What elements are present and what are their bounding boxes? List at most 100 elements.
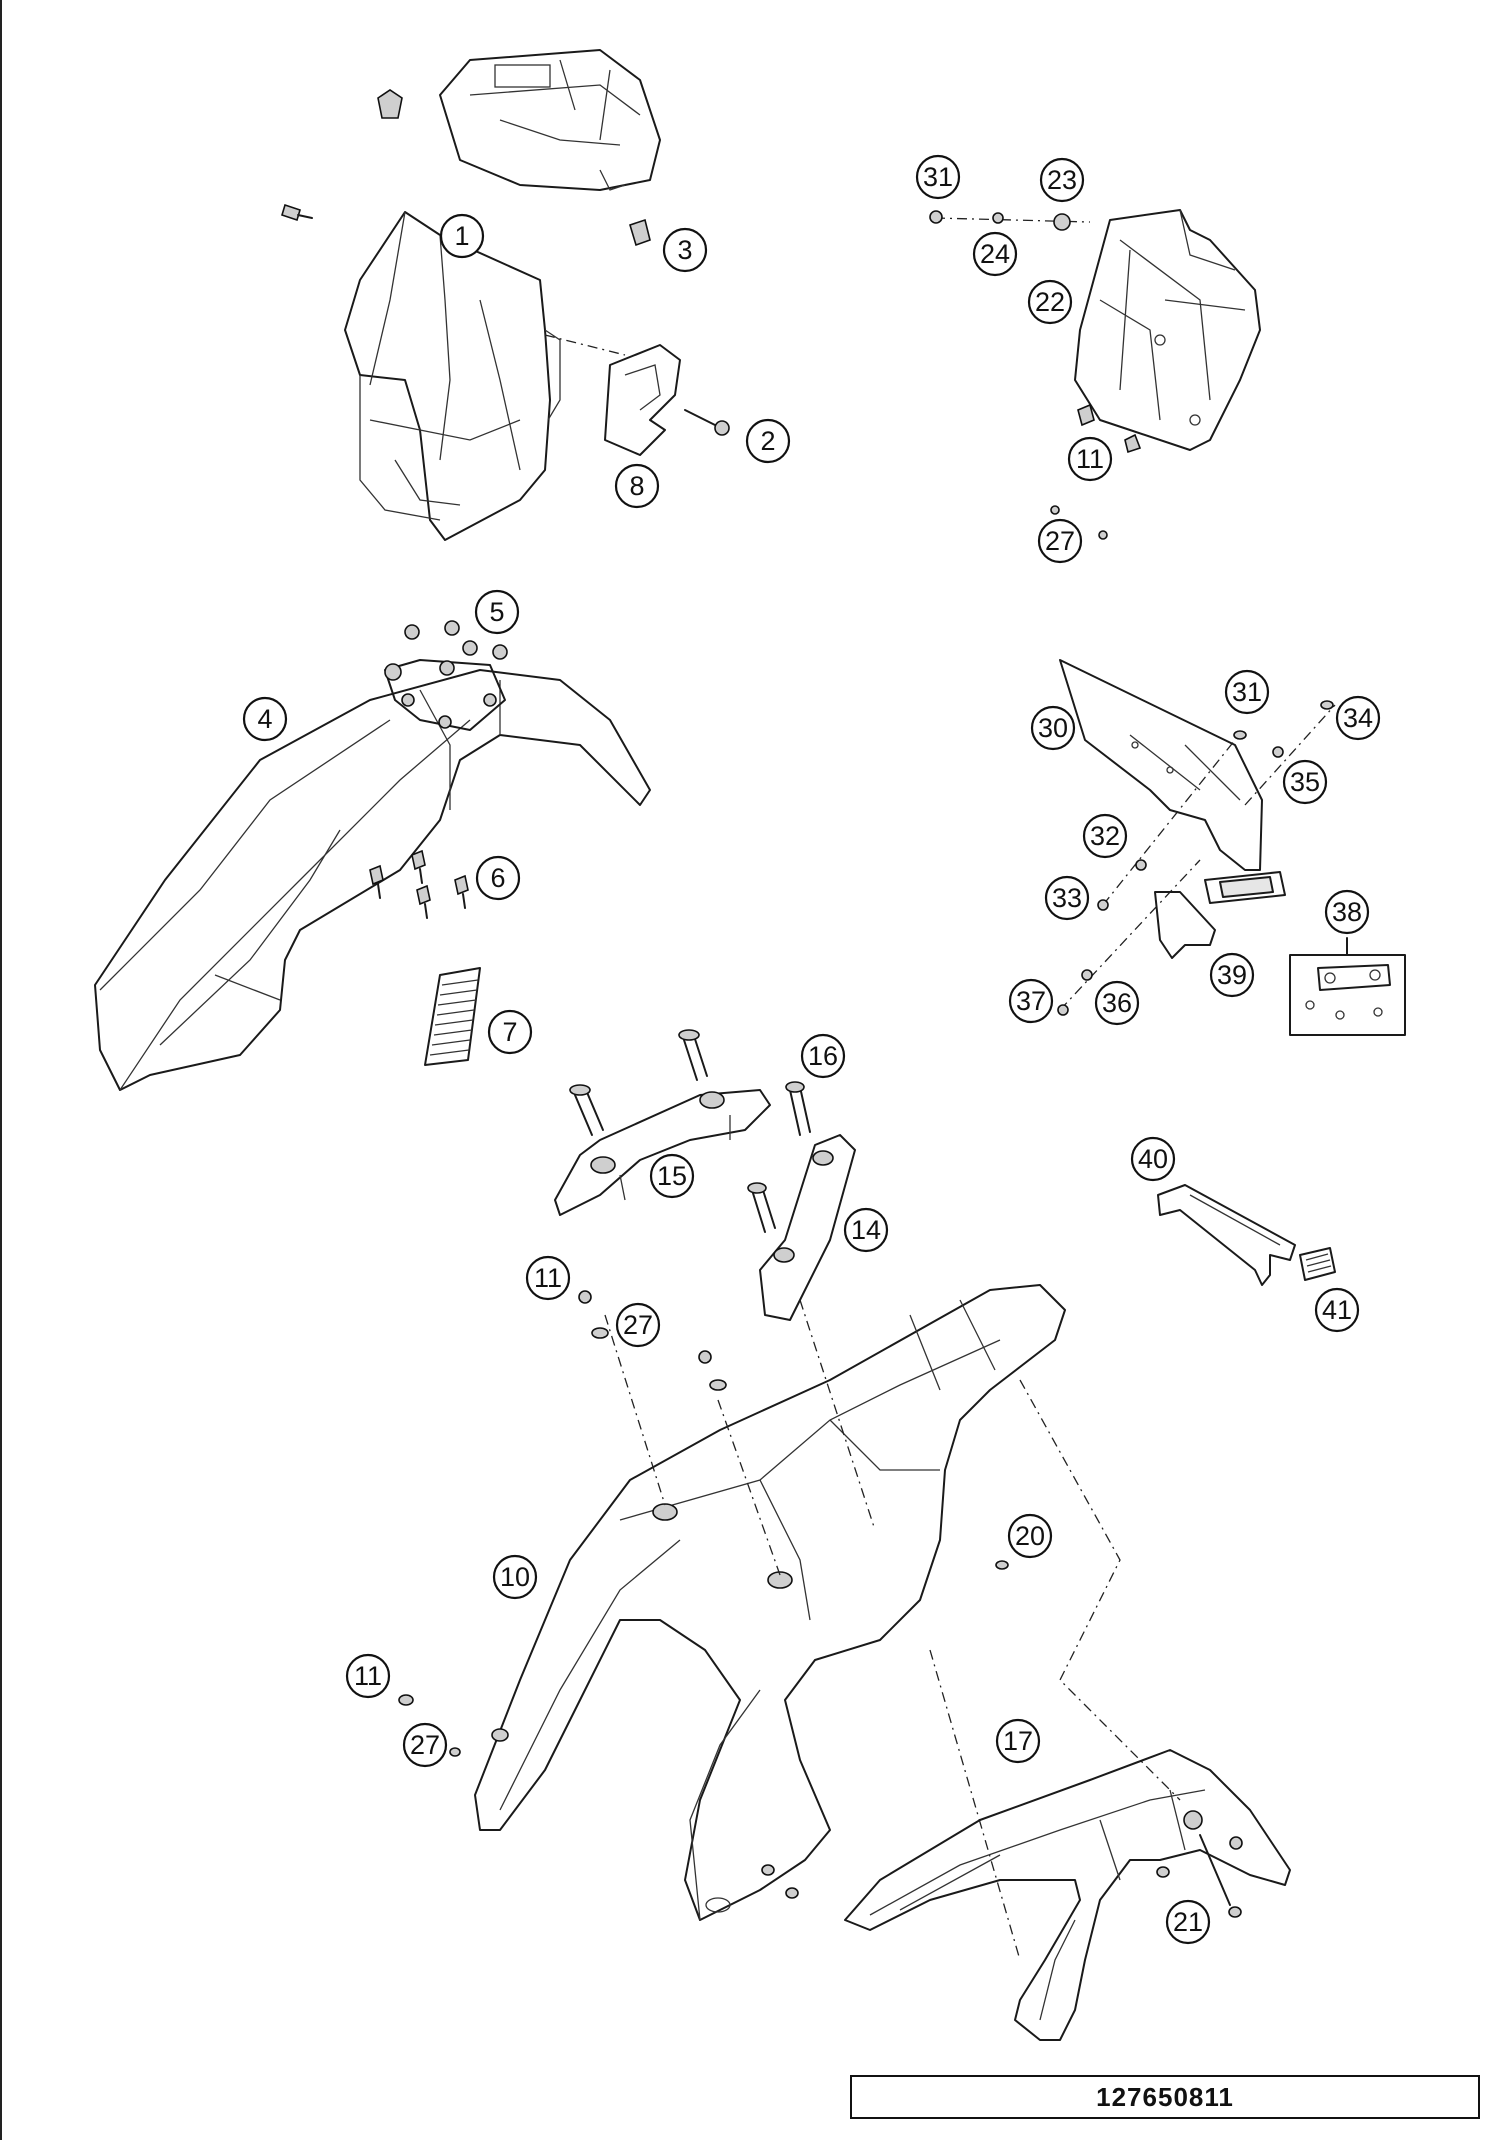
- clip-top-left: [377, 89, 403, 119]
- callout-33: 33: [1044, 875, 1090, 921]
- plate-holder-22: [1074, 209, 1261, 451]
- svg-text:40: 40: [1138, 1144, 1168, 1174]
- svg-text:23: 23: [1047, 165, 1077, 195]
- svg-text:39: 39: [1217, 960, 1247, 990]
- washer-36: [1081, 969, 1093, 981]
- svg-text:16: 16: [808, 1041, 838, 1071]
- reflector-bracket-40: [1157, 1184, 1296, 1286]
- svg-text:21: 21: [1173, 1907, 1203, 1937]
- nuts-11-27-left: [398, 1694, 461, 1757]
- screws-6: [369, 849, 469, 919]
- svg-text:4: 4: [257, 704, 272, 734]
- callout-27-left: 27: [402, 1722, 448, 1768]
- plate-holder-30: [1059, 659, 1263, 871]
- svg-text:24: 24: [980, 239, 1010, 269]
- callout-7: 7: [487, 1009, 533, 1055]
- svg-text:38: 38: [1332, 897, 1362, 927]
- svg-text:20: 20: [1015, 1521, 1045, 1551]
- callout-21: 21: [1165, 1899, 1211, 1945]
- svg-text:10: 10: [500, 1562, 530, 1592]
- bolts-14: [747, 1081, 811, 1233]
- drawing-number-box: 127650811: [850, 2075, 1480, 2119]
- washer-35: [1272, 746, 1284, 758]
- callout-4: 4: [242, 696, 288, 742]
- svg-text:22: 22: [1035, 287, 1065, 317]
- callout-20: 20: [1007, 1513, 1053, 1559]
- svg-text:31: 31: [1232, 677, 1262, 707]
- callout-32: 32: [1082, 813, 1128, 859]
- bolts-15: [569, 1029, 708, 1136]
- svg-text:30: 30: [1038, 713, 1068, 743]
- screw-31: [1233, 730, 1247, 740]
- callout-27-mid: 27: [615, 1302, 661, 1348]
- lamp-holder-39: [1154, 871, 1286, 959]
- callout-3: 3: [662, 227, 708, 273]
- callout-35: 35: [1282, 759, 1328, 805]
- callout-1: 1: [439, 213, 485, 259]
- washer-32: [1135, 859, 1147, 871]
- callout-11-mid: 11: [525, 1255, 571, 1301]
- screw-20: [995, 1560, 1009, 1570]
- callout-39: 39: [1209, 952, 1255, 998]
- page-border-left: [0, 0, 2, 2140]
- svg-text:17: 17: [1003, 1726, 1033, 1756]
- svg-text:34: 34: [1343, 703, 1373, 733]
- svg-text:11: 11: [354, 1661, 382, 1691]
- callout-8: 8: [614, 463, 660, 509]
- screw-2: [684, 409, 730, 436]
- screw-37: [1057, 1004, 1069, 1016]
- fender-mount-pad: [384, 659, 506, 731]
- headlight-mask: [344, 211, 561, 541]
- callout-11-top: 11: [1067, 436, 1113, 482]
- svg-text:27: 27: [623, 1310, 653, 1340]
- svg-text:7: 7: [502, 1017, 517, 1047]
- bolts-21: [1156, 1834, 1242, 1918]
- washer-24: [992, 212, 1004, 224]
- screw-33: [1097, 899, 1109, 911]
- svg-text:1: 1: [454, 221, 469, 251]
- mud-guard-17: [844, 1749, 1291, 2041]
- license-lamp-38-box: [1289, 937, 1406, 1036]
- grab-handle-15: [554, 1089, 771, 1216]
- bolt-34: [1320, 700, 1334, 710]
- callout-41: 41: [1314, 1287, 1360, 1333]
- screw-top-left: [281, 203, 313, 222]
- callout-31-top: 31: [915, 154, 961, 200]
- svg-text:31: 31: [923, 162, 953, 192]
- callout-22: 22: [1027, 279, 1073, 325]
- callout-24: 24: [972, 231, 1018, 277]
- callout-14: 14: [843, 1207, 889, 1253]
- nut-clip-3: [629, 218, 651, 247]
- svg-text:27: 27: [1045, 526, 1075, 556]
- decal-7: [424, 967, 481, 1066]
- callout-38: 38: [1324, 889, 1370, 935]
- headlight-housing: [439, 49, 661, 191]
- callout-27-top: 27: [1037, 518, 1083, 564]
- callout-15: 15: [649, 1153, 695, 1199]
- svg-text:6: 6: [490, 863, 505, 893]
- callout-36: 36: [1094, 980, 1140, 1026]
- svg-text:3: 3: [677, 235, 692, 265]
- svg-text:32: 32: [1090, 821, 1120, 851]
- svg-text:35: 35: [1290, 767, 1320, 797]
- nut-27-top: [1050, 505, 1108, 540]
- svg-text:41: 41: [1322, 1295, 1352, 1325]
- bolt-11-top: [1077, 403, 1142, 454]
- svg-text:8: 8: [629, 471, 644, 501]
- svg-text:11: 11: [534, 1263, 562, 1293]
- callout-23: 23: [1039, 157, 1085, 203]
- svg-text:27: 27: [410, 1730, 440, 1760]
- callout-30: 30: [1030, 705, 1076, 751]
- nut-31-top: [929, 210, 943, 224]
- svg-text:37: 37: [1016, 986, 1046, 1016]
- svg-text:14: 14: [851, 1215, 881, 1245]
- svg-text:36: 36: [1102, 988, 1132, 1018]
- callout-11-left: 11: [345, 1653, 391, 1699]
- bracket-8: [604, 344, 681, 456]
- callout-40: 40: [1130, 1136, 1176, 1182]
- reflector-41: [1299, 1247, 1336, 1281]
- callout-5: 5: [474, 589, 520, 635]
- callout-16: 16: [800, 1033, 846, 1079]
- nut-23: [1053, 213, 1071, 231]
